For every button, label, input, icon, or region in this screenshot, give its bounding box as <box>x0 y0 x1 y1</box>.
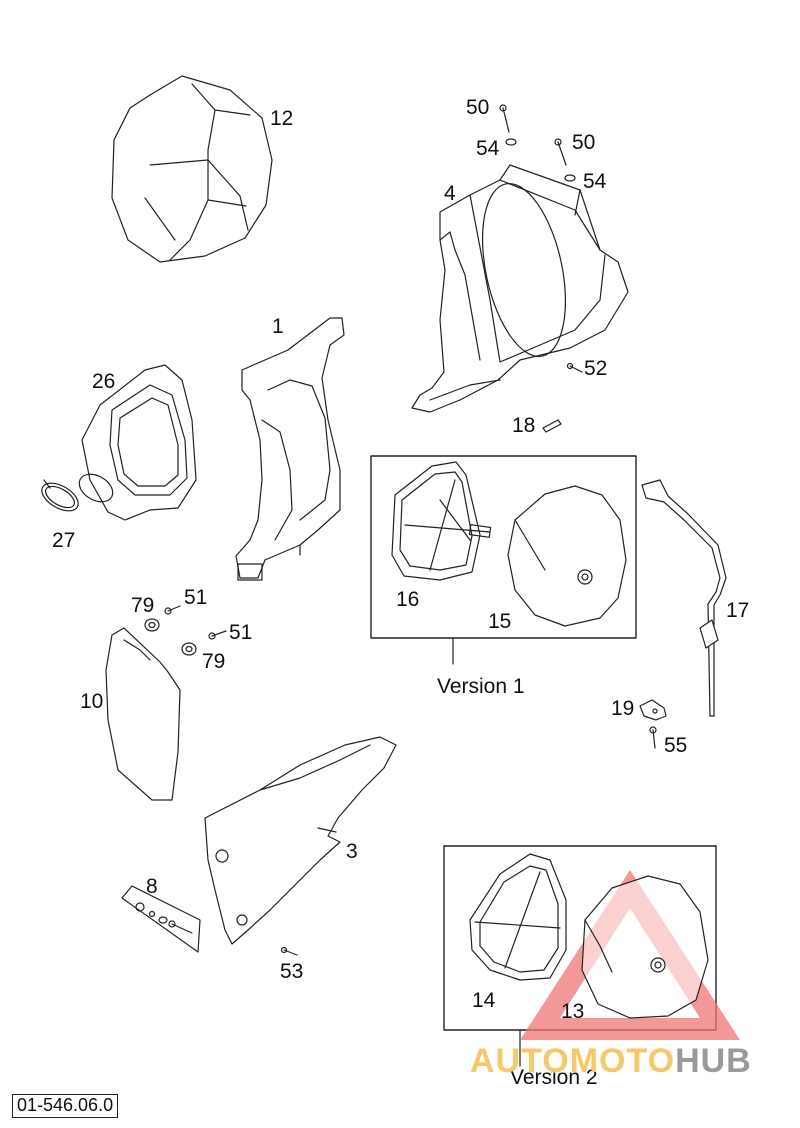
part-13-filter-element <box>581 875 709 1019</box>
label-18: 18 <box>512 414 536 437</box>
version-1-frame <box>370 455 637 639</box>
watermark-text: AUTOMOTOHUB <box>470 1044 752 1078</box>
label-79-right: 79 <box>202 650 226 673</box>
label-1: 1 <box>272 315 284 338</box>
label-16: 16 <box>396 588 420 611</box>
label-17: 17 <box>726 599 750 622</box>
label-53: 53 <box>280 960 304 983</box>
watermark-text-part2: HUB <box>675 1042 752 1080</box>
label-13: 13 <box>561 1000 585 1023</box>
label-51-right: 51 <box>229 621 253 644</box>
label-55: 55 <box>664 734 688 757</box>
part-3-side-cover <box>204 736 397 945</box>
watermark-text-part1: AUTOMOTO <box>470 1042 676 1080</box>
bolt-50-top <box>499 104 510 133</box>
label-52: 52 <box>584 357 608 380</box>
part-12-filter-cover <box>111 75 273 263</box>
version-1-caption: Version 1 <box>437 675 525 698</box>
washer-54-right <box>564 174 576 182</box>
part-1-filter-box-frame <box>235 317 345 581</box>
label-19: 19 <box>611 697 635 720</box>
label-3: 3 <box>346 840 358 863</box>
part-15-filter-element <box>507 485 627 627</box>
label-51-left: 51 <box>184 586 208 609</box>
label-54-right: 54 <box>583 170 607 193</box>
label-27: 27 <box>52 529 76 552</box>
label-15: 15 <box>488 610 512 633</box>
part-16-filter-cage <box>391 461 492 581</box>
screw-55 <box>649 726 657 749</box>
document-number: 01-546.06.0 <box>12 1094 119 1118</box>
label-50-top: 50 <box>466 96 490 119</box>
bolt-52 <box>566 362 583 373</box>
part-27-hose-clamp <box>41 479 79 512</box>
label-79-left: 79 <box>131 594 155 617</box>
label-14: 14 <box>472 989 496 1012</box>
label-12: 12 <box>270 107 294 130</box>
part-17-bracket <box>641 479 727 717</box>
grommet-79-right <box>181 642 197 656</box>
bolt-50-right <box>554 138 567 166</box>
label-26: 26 <box>92 370 116 393</box>
label-50-right: 50 <box>572 131 596 154</box>
grommet-79-left <box>144 618 160 632</box>
part-18-pin <box>542 419 562 433</box>
part-8-hardware-kit <box>121 885 201 953</box>
label-54-top: 54 <box>476 137 500 160</box>
label-8: 8 <box>146 875 158 898</box>
part-14-filter-cage <box>469 853 567 981</box>
part-26-intake-boot <box>78 364 197 521</box>
washer-54-top <box>505 138 517 146</box>
label-4: 4 <box>444 182 456 205</box>
part-4-filter-housing <box>411 164 629 413</box>
label-10: 10 <box>80 690 104 713</box>
screw-53 <box>280 946 298 956</box>
version-2-caption: Version 2 <box>510 1066 598 1089</box>
bolt-51-right <box>208 630 227 640</box>
part-10-side-panel <box>105 627 181 801</box>
bolt-51-left <box>164 605 181 615</box>
part-19-clip <box>639 699 667 721</box>
